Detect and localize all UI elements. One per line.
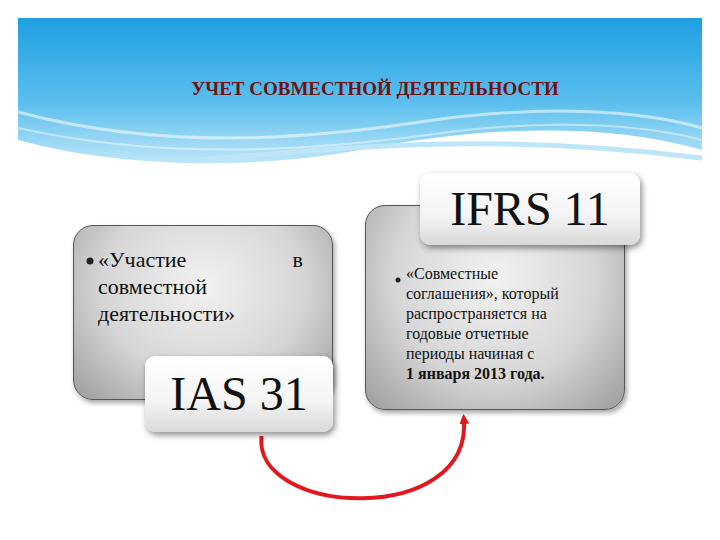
body-text: «Участие в совместной деятельности» [98, 246, 303, 327]
bullet-dot-shape [87, 258, 94, 265]
bullet-dot [86, 257, 94, 265]
standard-label: IFRS 11 [420, 173, 640, 245]
body-text: 1 января 2013 года. [406, 364, 581, 384]
body-text: «Совместные соглашения», который распрос… [406, 264, 581, 364]
wave-line [18, 111, 702, 138]
slide-title: УЧЕТ СОВМЕСТНОЙ ДЕЯТЕЛЬНОСТИ [40, 78, 710, 100]
standard-name: IFRS 11 [450, 183, 610, 236]
standard-name: IAS 31 [170, 368, 307, 421]
wave-line [200, 144, 702, 160]
bullet-dot [394, 276, 402, 284]
bullet-dot-shape [396, 278, 401, 283]
standard-label: IAS 31 [145, 356, 333, 432]
